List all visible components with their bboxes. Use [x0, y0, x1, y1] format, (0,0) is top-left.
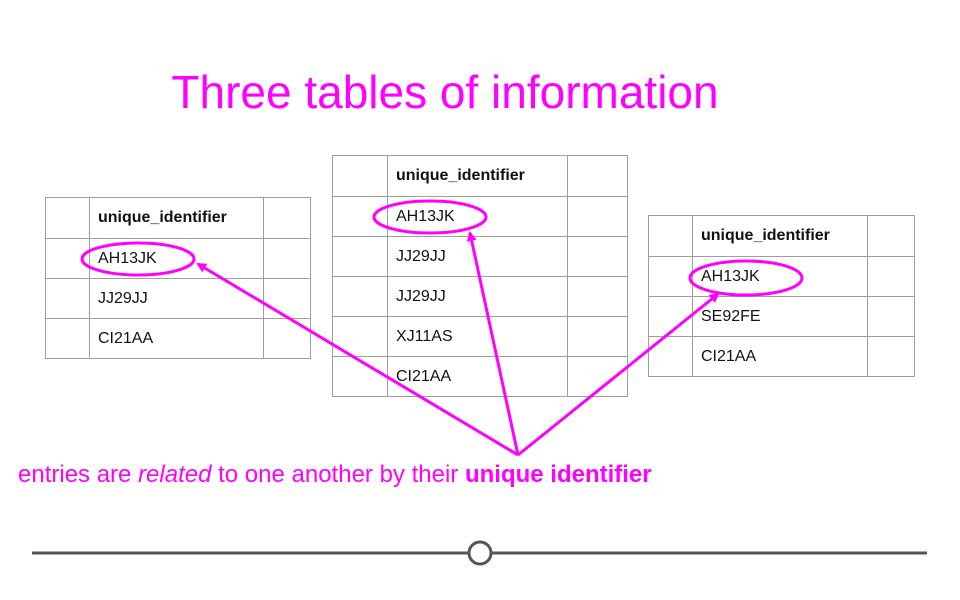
empty-cell: [263, 278, 311, 319]
table-row: XJ11AS: [332, 316, 628, 357]
table-right: unique_identifier AH13JK SE92FE CI21AA: [648, 215, 915, 377]
empty-cell: [263, 197, 311, 239]
empty-cell: [263, 318, 311, 359]
table-row: JJ29JJ: [332, 276, 628, 317]
empty-cell: [567, 236, 628, 277]
caption: entries are related to one another by th…: [18, 458, 652, 492]
column-header: unique_identifier: [387, 155, 568, 197]
id-cell: JJ29JJ: [89, 278, 264, 319]
table-row: SE92FE: [648, 296, 915, 337]
empty-cell: [567, 316, 628, 357]
id-cell: JJ29JJ: [387, 276, 568, 317]
table-header-row: unique_identifier: [45, 197, 311, 239]
id-cell: AH13JK: [89, 238, 264, 279]
empty-cell: [332, 236, 388, 277]
table-row: AH13JK: [332, 196, 628, 237]
empty-cell: [867, 256, 915, 297]
empty-cell: [648, 215, 693, 257]
table-header-row: unique_identifier: [648, 215, 915, 257]
caption-text: entries are: [18, 461, 139, 488]
table-left: unique_identifier AH13JK JJ29JJ CI21AA: [45, 197, 311, 359]
table-row: CI21AA: [332, 356, 628, 397]
empty-cell: [332, 316, 388, 357]
empty-cell: [45, 278, 90, 319]
empty-cell: [332, 196, 388, 237]
empty-cell: [332, 276, 388, 317]
table-middle: unique_identifier AH13JK JJ29JJ JJ29JJ X…: [332, 155, 628, 397]
empty-cell: [263, 238, 311, 279]
id-cell: JJ29JJ: [387, 236, 568, 277]
table-row: AH13JK: [45, 238, 311, 279]
empty-cell: [567, 276, 628, 317]
table-row: CI21AA: [648, 336, 915, 377]
id-cell: CI21AA: [387, 356, 568, 397]
circle-slider-icon: [467, 540, 493, 566]
column-header: unique_identifier: [89, 197, 264, 239]
empty-cell: [567, 356, 628, 397]
empty-cell: [867, 336, 915, 377]
caption-related: related: [138, 461, 212, 488]
slide-title: Three tables of information: [171, 66, 719, 118]
empty-cell: [867, 215, 915, 257]
empty-cell: [867, 296, 915, 337]
table-row: JJ29JJ: [332, 236, 628, 277]
id-cell: AH13JK: [387, 196, 568, 237]
table-header-row: unique_identifier: [332, 155, 628, 197]
empty-cell: [567, 196, 628, 237]
caption-bold: unique identifier: [464, 461, 652, 488]
column-header: unique_identifier: [692, 215, 868, 257]
table-row: JJ29JJ: [45, 278, 311, 319]
empty-cell: [45, 238, 90, 279]
empty-cell: [648, 296, 693, 337]
caption-text: to one another by their: [211, 461, 465, 488]
empty-cell: [45, 318, 90, 359]
id-cell: XJ11AS: [387, 316, 568, 357]
empty-cell: [648, 256, 693, 297]
id-cell: CI21AA: [89, 318, 264, 359]
table-row: AH13JK: [648, 256, 915, 297]
empty-cell: [648, 336, 693, 377]
empty-cell: [45, 197, 90, 239]
id-cell: CI21AA: [692, 336, 868, 377]
empty-cell: [567, 155, 628, 197]
empty-cell: [332, 155, 388, 197]
id-cell: AH13JK: [692, 256, 868, 297]
id-cell: SE92FE: [692, 296, 868, 337]
table-row: CI21AA: [45, 318, 311, 359]
empty-cell: [332, 356, 388, 397]
